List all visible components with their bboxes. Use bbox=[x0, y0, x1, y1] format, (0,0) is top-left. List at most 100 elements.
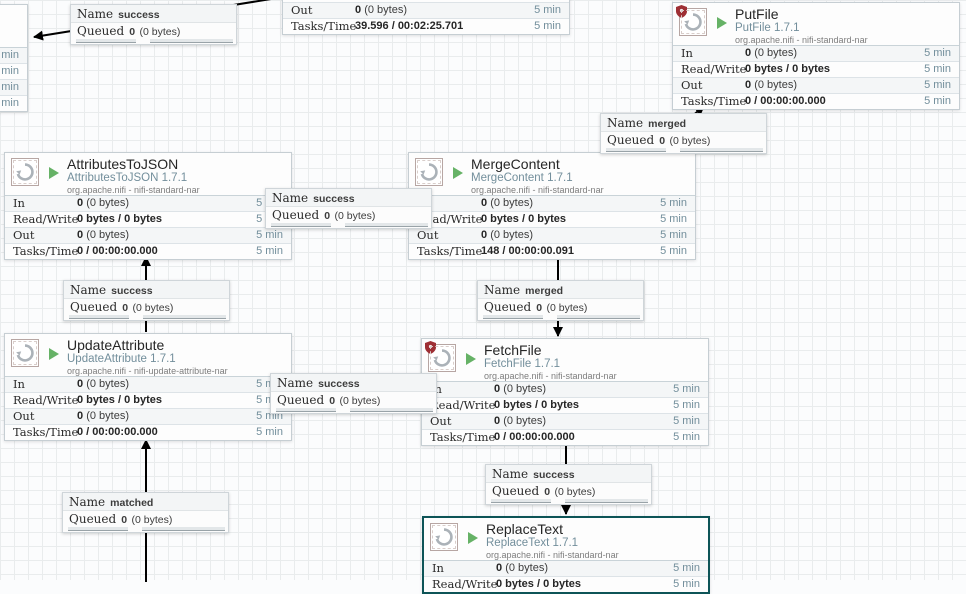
stat-value: 0 (0 bytes) bbox=[496, 562, 548, 574]
stat-label: Read/Write bbox=[13, 393, 79, 407]
run-status-running-icon bbox=[49, 167, 59, 179]
stat-row: Read/Write 0 bytes / 0 bytes 5 min bbox=[5, 212, 291, 228]
stat-time-window: 5 min bbox=[0, 49, 19, 61]
stat-row: Out 0 (0 bytes) 5 min bbox=[283, 3, 569, 19]
stat-value: 0 bytes / 0 bytes bbox=[77, 213, 162, 225]
run-status-running-icon bbox=[717, 17, 727, 29]
processor-name: AttributesToJSON bbox=[67, 156, 179, 172]
connection-queued-count: 0 bbox=[329, 395, 336, 407]
processor-bundle: org.apache.nifi - nifi-standard-nar bbox=[484, 371, 617, 381]
queue-count-bar bbox=[76, 39, 136, 43]
stat-row: 5 min bbox=[0, 64, 27, 80]
connection-queued-size: (0 bytes) bbox=[334, 210, 376, 222]
stat-label: Tasks/Time bbox=[13, 244, 79, 258]
stat-label: Tasks/Time bbox=[13, 425, 79, 439]
stat-time-window: 5 min bbox=[673, 578, 700, 590]
stat-row: In 0 (0 bytes) 5 min bbox=[409, 196, 695, 212]
stat-time-window: 5 min bbox=[534, 20, 561, 32]
connection-queued-count: 0 bbox=[659, 135, 666, 147]
connection-name-value: success bbox=[318, 378, 360, 390]
connection-name-key: Name bbox=[69, 495, 106, 509]
queue-size-bar bbox=[680, 148, 763, 152]
processor-updateattribute[interactable]: UpdateAttribute UpdateAttribute 1.7.1 or… bbox=[4, 333, 292, 441]
processor-header: PutFile PutFile 1.7.1 org.apache.nifi - … bbox=[673, 3, 959, 45]
queue-indicator-bars bbox=[64, 315, 229, 320]
processor-fetchfile[interactable]: FetchFile FetchFile 1.7.1 org.apache.nif… bbox=[421, 338, 709, 446]
stat-time-window: 5 min bbox=[0, 65, 19, 77]
stat-value: 0 bytes / 0 bytes bbox=[745, 63, 830, 75]
processor-mergecontent[interactable]: MergeContent MergeContent 1.7.1 org.apac… bbox=[408, 152, 696, 260]
queue-size-bar bbox=[565, 499, 648, 503]
run-status-running-icon bbox=[466, 353, 476, 365]
connection-name-value: success bbox=[533, 469, 575, 481]
stat-label: Out bbox=[13, 228, 35, 242]
stat-value: 0 (0 bytes) bbox=[745, 79, 797, 91]
processor-edge-left-partial[interactable]: 5 min 5 min 5 min 5 min bbox=[0, 4, 28, 112]
stat-row: Out 0 (0 bytes) 5 min bbox=[5, 228, 291, 244]
stat-label: In bbox=[13, 196, 25, 210]
stat-time-window: 5 min bbox=[673, 399, 700, 411]
stat-value: 0 (0 bytes) bbox=[77, 197, 129, 209]
connection-queued-key: Queued bbox=[77, 24, 125, 38]
processor-attributestojson[interactable]: AttributesToJSON AttributesToJSON 1.7.1 … bbox=[4, 152, 292, 260]
stat-value: 0 (0 bytes) bbox=[494, 415, 546, 427]
stat-label: Read/Write bbox=[681, 62, 747, 76]
queue-count-bar bbox=[69, 315, 129, 319]
queue-count-bar bbox=[276, 408, 336, 412]
queue-size-bar bbox=[350, 408, 433, 412]
stat-row: Out 0 (0 bytes) 5 min bbox=[422, 414, 708, 430]
stat-label: Tasks/Time bbox=[417, 244, 483, 258]
stat-row: 5 min bbox=[0, 80, 27, 96]
connection-name-key: Name bbox=[77, 7, 114, 21]
connection-queued-key: Queued bbox=[607, 133, 655, 147]
run-status-running-icon bbox=[468, 532, 478, 544]
queue-indicator-bars bbox=[478, 315, 643, 320]
connection-queued-size: (0 bytes) bbox=[546, 302, 588, 314]
stat-label: Read/Write bbox=[417, 212, 483, 226]
stat-value: 0 (0 bytes) bbox=[77, 378, 129, 390]
connection-queued-count: 0 bbox=[122, 302, 129, 314]
stat-value: 0 (0 bytes) bbox=[494, 383, 546, 395]
connection-name-value: success bbox=[111, 285, 153, 297]
processor-putfile[interactable]: PutFile PutFile 1.7.1 org.apache.nifi - … bbox=[672, 2, 960, 110]
stat-value: 0 bytes / 0 bytes bbox=[77, 394, 162, 406]
processor-stamp-icon bbox=[425, 341, 456, 372]
processor-name: UpdateAttribute bbox=[67, 337, 165, 353]
queue-count-bar bbox=[606, 148, 666, 152]
stat-value: 0 / 00:00:00.000 bbox=[77, 426, 158, 438]
stat-label: Read/Write bbox=[432, 577, 498, 591]
stat-label: Tasks/Time bbox=[291, 19, 357, 33]
stat-time-window: 5 min bbox=[660, 245, 687, 257]
processor-header: MergeContent MergeContent 1.7.1 org.apac… bbox=[409, 153, 695, 195]
processor-replacetext[interactable]: ReplaceText ReplaceText 1.7.1 org.apache… bbox=[422, 516, 710, 594]
connection-name-key: Name bbox=[484, 283, 521, 297]
stat-value: 148 / 00:00:00.091 bbox=[481, 245, 574, 257]
run-status-running-icon bbox=[49, 348, 59, 360]
processor-top-partial[interactable]: Out 0 (0 bytes) 5 min Tasks/Time 39.596 … bbox=[282, 0, 570, 35]
processor-bundle: org.apache.nifi - nifi-standard-nar bbox=[735, 35, 868, 45]
circular-arrows-icon bbox=[420, 163, 438, 181]
processor-bundle: org.apache.nifi - nifi-standard-nar bbox=[471, 185, 604, 195]
stat-label: Read/Write bbox=[430, 398, 496, 412]
stat-value: 0 bytes / 0 bytes bbox=[496, 578, 581, 590]
processor-type-version: PutFile 1.7.1 bbox=[735, 22, 800, 34]
queue-indicator-bars bbox=[71, 39, 236, 44]
stat-row: Tasks/Time 0 / 00:00:00.000 5 min bbox=[422, 430, 708, 445]
stat-row: Read/Write 0 bytes / 0 bytes 5 min bbox=[673, 62, 959, 78]
connection-queued-count: 0 bbox=[129, 26, 136, 38]
stat-label: In bbox=[681, 46, 693, 60]
processor-stats: In 0 (0 bytes) 5 min Read/Write 0 bytes … bbox=[424, 560, 708, 592]
